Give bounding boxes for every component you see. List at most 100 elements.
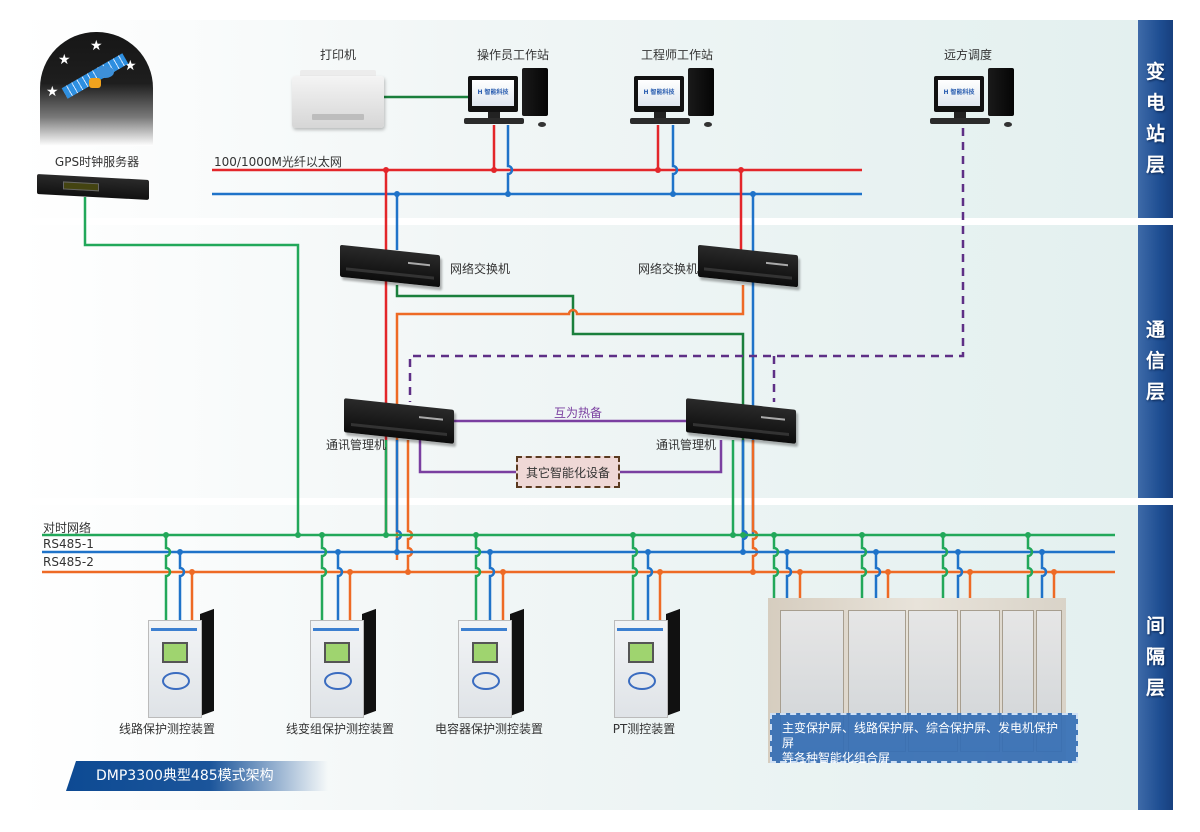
left-switch-label: 网络交换机 xyxy=(450,262,511,276)
time-sync-drop xyxy=(474,535,482,620)
device-drops xyxy=(164,535,1056,620)
gps-time-line xyxy=(83,197,300,535)
junction-dot xyxy=(670,191,676,197)
ethernet-label: 100/1000M光纤以太网 xyxy=(214,155,342,169)
left-comm-manager-label: 通讯管理机 xyxy=(326,438,387,452)
rs485-1-drop xyxy=(178,552,186,620)
junction-dot xyxy=(797,569,803,575)
rs485-2-label: RS485-2 xyxy=(43,555,94,569)
time-sync-drop xyxy=(772,535,780,600)
junction-dot xyxy=(1025,532,1031,538)
engineer-workstation-label: 工程师工作站 xyxy=(640,48,714,62)
junction-dot xyxy=(885,569,891,575)
caption-line: 等各种智能化组合屏 xyxy=(782,751,891,765)
layer-char: 层 xyxy=(1145,154,1165,176)
junction-dot xyxy=(750,191,756,197)
rs485-1-label: RS485-1 xyxy=(43,537,94,551)
time-sync-drop xyxy=(860,535,868,606)
junction-dot xyxy=(500,569,506,575)
screen-logo: H 智能科技 xyxy=(472,80,514,106)
rs485-1-drop xyxy=(785,552,793,600)
layer-char: 间 xyxy=(1145,615,1165,637)
layer-char: 站 xyxy=(1145,123,1165,145)
layer-char: 通 xyxy=(1145,319,1165,341)
junction-dot xyxy=(295,532,301,538)
junction-dot xyxy=(487,549,493,555)
right-mgmt-orange xyxy=(751,440,759,572)
junction-dot xyxy=(473,532,479,538)
junction-dot xyxy=(784,549,790,555)
rs485-1-drop xyxy=(874,552,882,606)
right-comm-manager-label: 通讯管理机 xyxy=(656,438,717,452)
rs485-1-drop xyxy=(488,552,496,620)
layer-char: 变 xyxy=(1145,61,1165,83)
rs485-1-drop xyxy=(646,552,654,620)
remote-dashed-link xyxy=(408,128,965,402)
time-sync-drop xyxy=(164,535,172,620)
junction-dots xyxy=(163,167,1057,575)
junction-dot xyxy=(319,532,325,538)
junction-dot xyxy=(859,532,865,538)
printer-icon xyxy=(292,70,384,128)
junction-dot xyxy=(505,191,511,197)
junction-dot xyxy=(491,167,497,173)
junction-dot xyxy=(940,532,946,538)
engineer-drop-b xyxy=(671,125,679,194)
remote-dispatch-icon: H 智能科技 xyxy=(930,68,1019,130)
junction-dot xyxy=(394,549,400,555)
junction-dot xyxy=(657,569,663,575)
junction-dot xyxy=(955,549,961,555)
gps-label: GPS时钟服务器 xyxy=(54,155,140,169)
communication-layer-label: 通 信 层 xyxy=(1138,225,1173,498)
capacitor-protection-device-icon xyxy=(458,608,524,718)
hot-backup-label: 互为热备 xyxy=(553,406,603,420)
bay-layer-label: 间 隔 层 xyxy=(1138,505,1173,810)
junction-dot xyxy=(383,532,389,538)
screen-logo: H 智能科技 xyxy=(938,80,980,106)
station-layer-label: 变 电 站 层 xyxy=(1138,20,1173,218)
panels-caption: 主变保护屏、线路保护屏、综合保护屏、发电机保护屏 等各种智能化组合屏 xyxy=(770,713,1078,765)
remote-dispatch-label: 远方调度 xyxy=(943,48,993,62)
junction-dot xyxy=(750,569,756,575)
rs485-1-drop xyxy=(1040,552,1048,620)
line-protection-device-icon xyxy=(148,608,214,718)
rs485-1-drop xyxy=(336,552,344,620)
right-switch-label: 网络交换机 xyxy=(638,262,699,276)
time-sync-bus-label: 对时网络 xyxy=(43,521,92,535)
junction-dot xyxy=(347,569,353,575)
junction-dot xyxy=(383,167,389,173)
junction-dot xyxy=(645,549,651,555)
junction-dot xyxy=(177,549,183,555)
diagram-title: DMP3300典型485模式架构 xyxy=(66,761,328,791)
gps-satellite-icon: ★ ★ ★ ★ xyxy=(40,32,153,146)
time-sync-drop xyxy=(320,535,328,620)
printer-label: 打印机 xyxy=(319,48,357,62)
junction-dot xyxy=(873,549,879,555)
pt-control-device-icon xyxy=(614,608,680,718)
device-label: PT测控装置 xyxy=(612,722,676,736)
junction-dot xyxy=(655,167,661,173)
line-transformer-protection-device-icon xyxy=(310,608,376,718)
junction-dot xyxy=(740,549,746,555)
operator-drop-b xyxy=(506,125,514,194)
junction-dot xyxy=(630,532,636,538)
engineer-workstation-icon: H 智能科技 xyxy=(630,68,719,130)
layer-char: 信 xyxy=(1145,350,1165,372)
time-sync-drop xyxy=(631,535,639,620)
layer-char: 层 xyxy=(1145,381,1165,403)
switch-cross-green xyxy=(395,285,745,535)
communication-layer-band xyxy=(18,225,1138,498)
junction-dot xyxy=(771,532,777,538)
layer-char: 隔 xyxy=(1145,646,1165,668)
junction-dot xyxy=(394,191,400,197)
caption-line: 主变保护屏、线路保护屏、综合保护屏、发电机保护屏 xyxy=(782,721,1059,750)
layer-char: 电 xyxy=(1145,92,1165,114)
layer-char: 层 xyxy=(1145,677,1165,699)
device-label: 线路保护测控装置 xyxy=(118,722,216,736)
operator-workstation-label: 操作员工作站 xyxy=(476,48,550,62)
junction-dot xyxy=(730,532,736,538)
left-mgmt-orange xyxy=(406,440,414,572)
time-sync-drop xyxy=(941,535,949,612)
device-label: 线变组保护测控装置 xyxy=(285,722,395,736)
junction-dot xyxy=(1039,549,1045,555)
